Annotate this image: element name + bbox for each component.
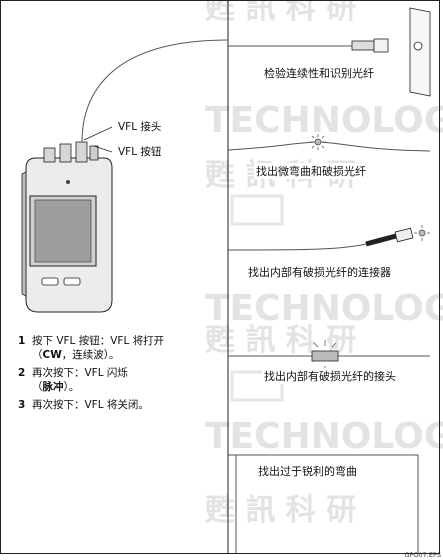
wall-plate bbox=[409, 7, 431, 97]
step-text: （CW，连续波）。 bbox=[32, 349, 120, 361]
step-text: 再次按下：VFL 将关闭。 bbox=[32, 399, 149, 411]
panel-continuity bbox=[228, 7, 431, 97]
watermark-text: TECHNOLOGY bbox=[205, 100, 443, 141]
vfl-button-callout: VFL 按钮 bbox=[116, 146, 164, 159]
splice-sleeve bbox=[311, 350, 339, 362]
watermark: 甦 訊 科 研 TECHNOLOGY 甦 訊 科 研 TECHNOLOGY 甦 … bbox=[205, 0, 443, 528]
step-item: 2 再次按下：VFL 闪烁 （脉冲）。 bbox=[18, 366, 218, 394]
watermark bbox=[230, 194, 284, 402]
port bbox=[43, 147, 56, 163]
light-burst-icon bbox=[310, 134, 326, 150]
soft-key bbox=[63, 277, 81, 286]
step-item: 3 再次按下：VFL 将关闭。 bbox=[18, 398, 218, 412]
step-number: 2 bbox=[18, 367, 26, 379]
step-text: 按下 VFL 按钮：VFL 将打开 bbox=[32, 335, 165, 347]
watermark-text: TECHNOLOGY bbox=[205, 288, 443, 329]
step-emphasis: 脉冲 bbox=[42, 381, 64, 393]
step-text: 再次按下：VFL 闪烁 bbox=[32, 367, 128, 379]
watermark-text: 甦 訊 科 研 bbox=[205, 493, 356, 528]
panel-label-connector: 找出内部有破损光纤的连接器 bbox=[246, 264, 393, 280]
panel-label-sharp-bend: 找出过于锐利的弯曲 bbox=[256, 463, 359, 479]
vfl-button bbox=[89, 145, 99, 161]
soft-key bbox=[41, 277, 59, 286]
panel-sharp-bend bbox=[228, 454, 419, 553]
step-number: 1 bbox=[18, 335, 26, 347]
step-emphasis: CW bbox=[42, 349, 62, 361]
step-number: 3 bbox=[18, 399, 26, 411]
watermark-text: TECHNOLOGY bbox=[205, 416, 443, 457]
panel-label-microbend: 找出微弯曲和破损光纤 bbox=[254, 163, 368, 179]
step-text: （脉冲）。 bbox=[32, 381, 80, 393]
watermark-text: 甦 訊 科 研 bbox=[205, 0, 356, 26]
panel-splice bbox=[228, 340, 430, 372]
panel-label-splice: 找出内部有破损光纤的接头 bbox=[262, 368, 398, 384]
vfl-port bbox=[75, 141, 88, 163]
step-item: 1 按下 VFL 按钮：VFL 将打开 （CW，连续波）。 bbox=[18, 334, 218, 362]
panel-connector bbox=[227, 225, 430, 251]
instruction-steps: 1 按下 VFL 按钮：VFL 将打开 （CW，连续波）。 2 再次按下：VFL… bbox=[18, 334, 218, 416]
tester-device bbox=[21, 39, 229, 313]
panel-microbend bbox=[227, 134, 431, 152]
panel-label-continuity: 检验连续性和识别光纤 bbox=[262, 65, 376, 81]
figure-code: GPO07.EPS bbox=[404, 551, 441, 559]
light-burst-icon bbox=[414, 225, 430, 241]
port bbox=[59, 143, 72, 163]
vfl-connector-callout: VFL 接头 bbox=[116, 121, 164, 134]
